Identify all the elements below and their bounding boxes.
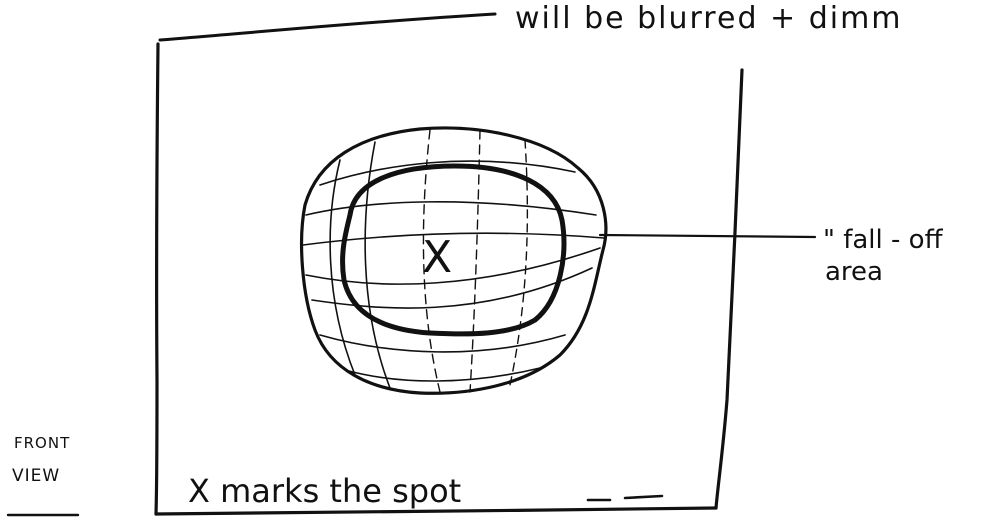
top-note-leader-line	[160, 14, 495, 40]
view-label-line2: VIEW	[12, 466, 60, 486]
center-x-mark: X	[422, 232, 452, 283]
falloff-label-line1: " fall - off	[823, 225, 944, 255]
caption-trailing-dashes	[588, 496, 662, 500]
top-note-text: will be blurred + dimm	[515, 1, 903, 36]
frame-left-edge	[156, 44, 158, 514]
contour-line-h4	[306, 248, 600, 284]
contour-line-h6	[320, 335, 565, 352]
contour-line-h3	[303, 233, 604, 245]
inner-ring	[343, 166, 564, 334]
frame-right-edge	[716, 70, 742, 508]
view-label-line1: FRONT	[14, 434, 70, 452]
falloff-leader-line	[600, 235, 815, 237]
contour-line-v4	[470, 130, 480, 392]
bottom-caption: X marks the spot	[188, 472, 461, 510]
falloff-label-line2: area	[825, 257, 883, 287]
